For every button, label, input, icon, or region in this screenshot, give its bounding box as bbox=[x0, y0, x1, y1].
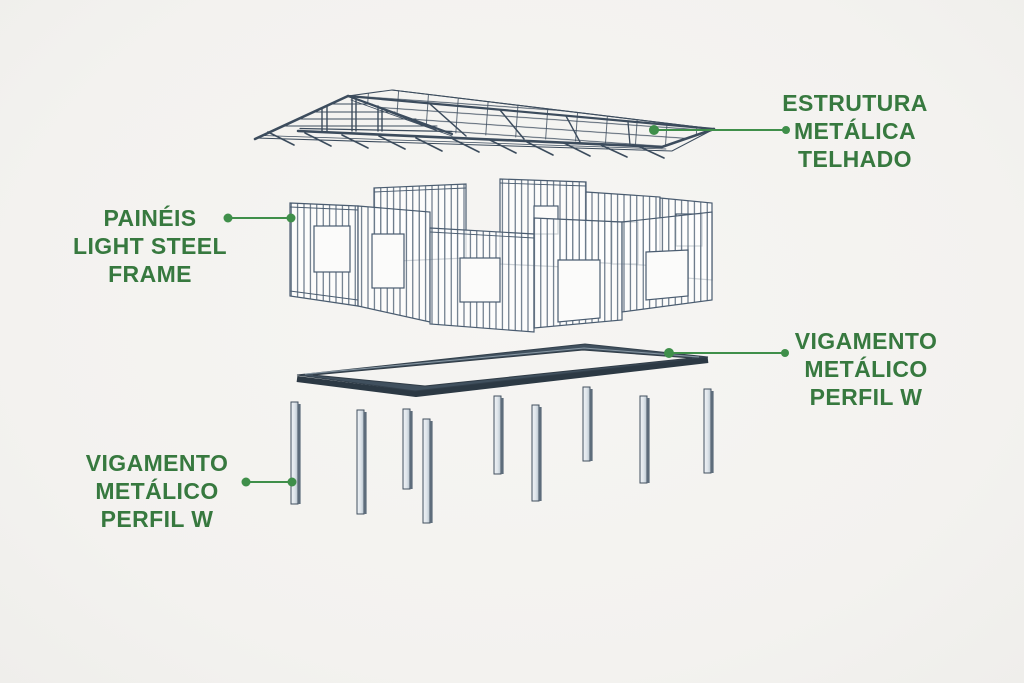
label-line: VIGAMENTO bbox=[794, 328, 938, 354]
label-line: VIGAMENTO bbox=[85, 450, 229, 476]
label-line: METÁLICO bbox=[804, 356, 928, 382]
wall-panel bbox=[357, 205, 431, 323]
steel-pile bbox=[582, 386, 593, 462]
floor-beam-frame bbox=[296, 343, 709, 397]
steel-pile bbox=[422, 418, 433, 524]
leader-dot bbox=[286, 213, 296, 223]
label-line: METÁLICA bbox=[793, 118, 917, 144]
steel-pile bbox=[639, 395, 650, 484]
wall-panel bbox=[533, 217, 623, 329]
label-line: PAINÉIS bbox=[103, 205, 197, 231]
steel-pile bbox=[531, 404, 542, 502]
leader-line-panels bbox=[223, 213, 296, 223]
leader-dot bbox=[782, 126, 790, 134]
label-beam-perfil-w-left: VIGAMENTO METÁLICO PERFIL W bbox=[47, 449, 267, 533]
label-beam-perfil-w-right: VIGAMENTO METÁLICO PERFIL W bbox=[756, 327, 976, 411]
steel-pile bbox=[356, 409, 367, 515]
leader-dot bbox=[781, 349, 789, 357]
leader-dot bbox=[223, 213, 233, 223]
steel-pile bbox=[402, 408, 413, 490]
leader-line-beam-right bbox=[664, 348, 789, 358]
label-line: LIGHT STEEL bbox=[73, 233, 227, 259]
label-roof-structure: ESTRUTURA METÁLICA TELHADO bbox=[745, 89, 965, 173]
steel-pile bbox=[290, 401, 301, 505]
steel-piles bbox=[290, 386, 714, 524]
leader-dot bbox=[664, 348, 674, 358]
label-line: FRAME bbox=[108, 261, 192, 287]
wall-panel bbox=[289, 202, 359, 307]
leader-dot bbox=[287, 477, 297, 487]
label-line: ESTRUTURA bbox=[782, 90, 928, 116]
leader-line-beam-left bbox=[241, 477, 297, 487]
leader-dot bbox=[649, 125, 659, 135]
steel-pile bbox=[493, 395, 504, 475]
leader-line-roof bbox=[649, 125, 790, 135]
light-steel-frame-panels bbox=[289, 178, 713, 333]
label-line: METÁLICO bbox=[95, 478, 219, 504]
leader-dot bbox=[241, 477, 251, 487]
label-line: PERFIL W bbox=[809, 384, 923, 410]
steel-pile bbox=[703, 388, 714, 474]
label-light-steel-frame-panels: PAINÉIS LIGHT STEEL FRAME bbox=[40, 204, 260, 288]
label-line: TELHADO bbox=[798, 146, 912, 172]
label-line: PERFIL W bbox=[100, 506, 214, 532]
wall-panel bbox=[621, 211, 713, 313]
wall-panel bbox=[429, 227, 535, 333]
roof-steel-structure bbox=[253, 89, 716, 159]
